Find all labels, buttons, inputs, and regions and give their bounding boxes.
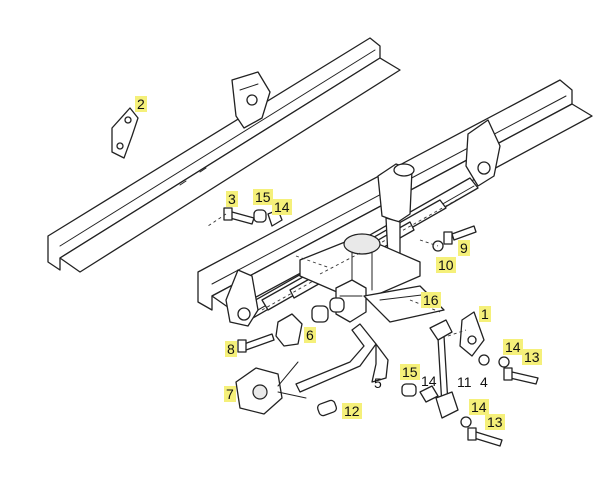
bolt-part-3 [223,207,255,225]
callout-12: 12 [342,403,362,419]
callout-3: 3 [226,191,238,207]
left-frame-rail [47,37,401,273]
bolt-part-9 [443,225,477,245]
clamp-part-14-lower [419,385,439,403]
callout-15-upper: 15 [253,189,273,205]
callout-2: 2 [135,96,147,112]
callout-13-lower: 13 [485,414,505,430]
stabilizer-link [429,319,459,419]
callout-4: 4 [480,374,488,390]
nut-part-14-upper [498,356,510,368]
nut-part-14-right [460,416,472,428]
callout-14-mid: 14 [421,373,437,389]
callout-13-upper: 13 [522,349,542,365]
callout-10: 10 [436,257,456,273]
bushing-part-12 [316,399,338,417]
callout-11: 11 [457,374,472,390]
bushing-part-15-upper [253,209,267,223]
bushing-part-15-lower [401,383,417,397]
callout-14-upper: 14 [272,199,292,215]
callout-15-lower: 15 [400,364,420,380]
shock-absorber [377,163,415,257]
bolt-part-13-lower [467,427,503,447]
callout-1: 1 [479,306,491,322]
bracket-part-7 [235,361,307,415]
bolt-part-8 [237,333,275,353]
callout-16: 16 [421,292,441,308]
callout-5: 5 [374,375,382,391]
callout-14-right: 14 [503,339,523,355]
frame-hanger-upper [231,71,271,129]
callout-6: 6 [304,327,316,343]
clamp-part-6 [275,313,303,347]
axle-housing [299,233,421,303]
bolt-part-13-upper [503,367,539,385]
callout-9: 9 [458,240,470,256]
callout-8: 8 [225,341,237,357]
bracket-part-2 [111,107,139,159]
stabilizer-bar [295,323,389,393]
bracket-part-1 [459,311,485,357]
nut-part-4 [478,354,490,366]
leader-lines [207,213,467,337]
callout-7: 7 [224,386,236,402]
bushing-pair [311,297,345,323]
rear-spring-hanger [465,119,501,187]
front-spring-hanger [225,269,259,327]
callout-14-lower: 14 [469,399,489,415]
u-bolt [335,279,367,323]
